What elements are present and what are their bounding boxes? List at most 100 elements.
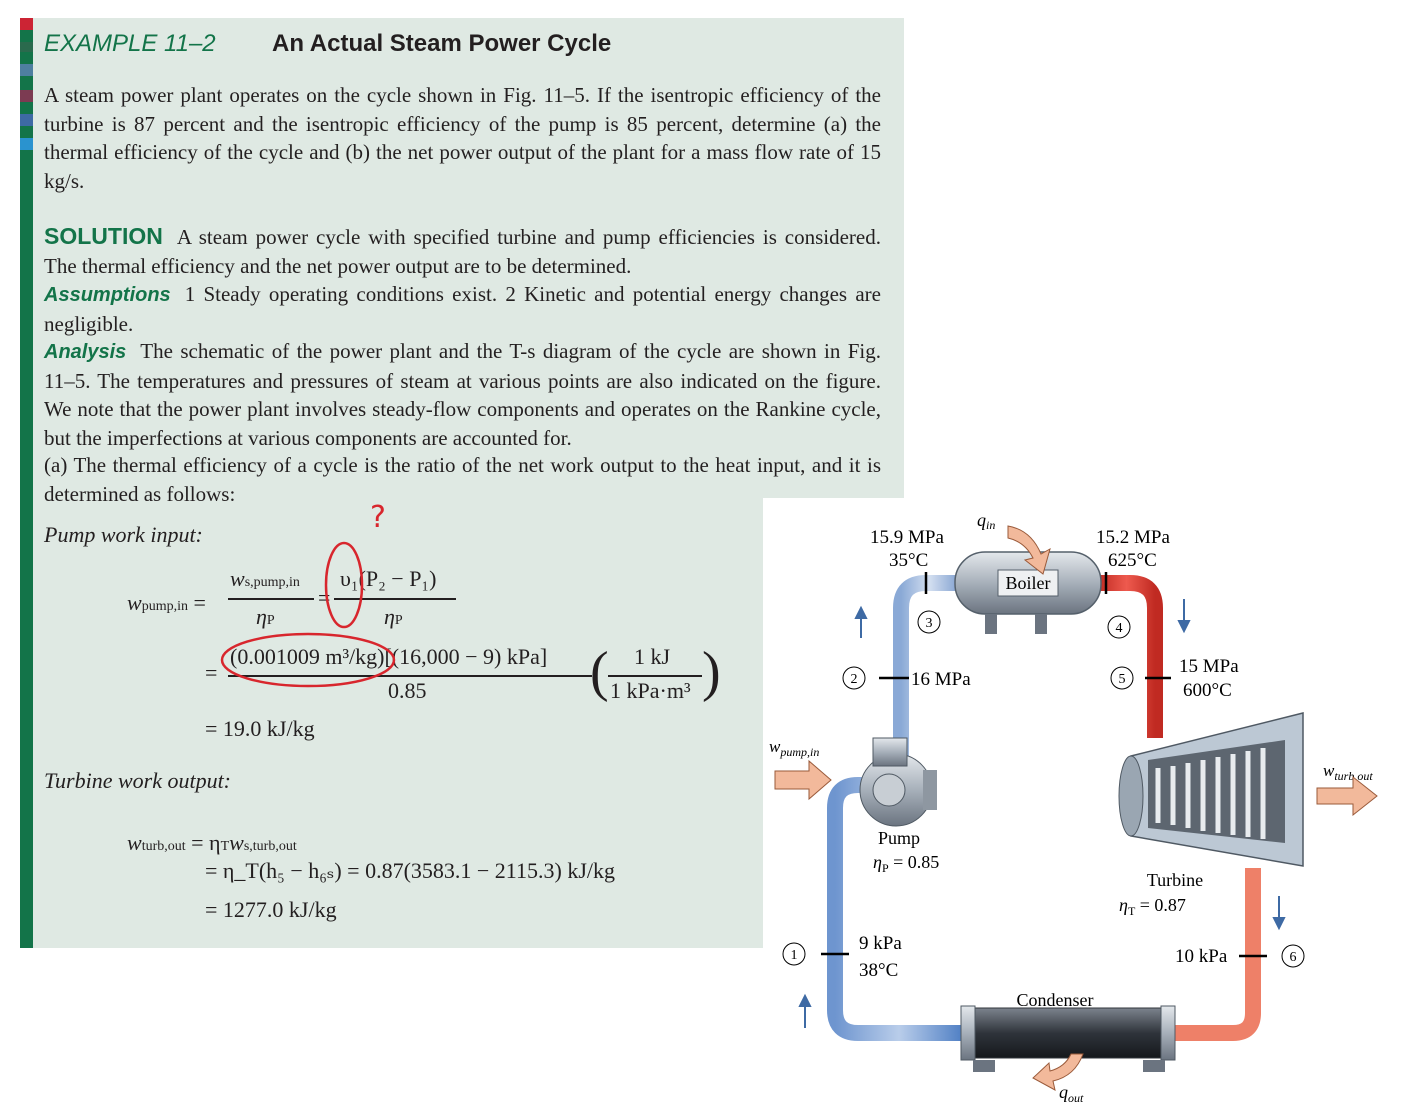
red-circle-v1 (324, 541, 364, 629)
state1-temperature: 38°C (859, 960, 898, 981)
pump-work-lhs: wpump,in = (127, 590, 206, 615)
color-stripe (20, 18, 33, 30)
state-circle-5 (1110, 666, 1134, 690)
fraction-bar (334, 598, 456, 600)
state5-temperature: 600°C (1183, 680, 1232, 701)
symbol-eta: η (384, 604, 395, 629)
handwritten-annotations: ? (220, 500, 396, 688)
subscript: s,pump,in (244, 575, 300, 590)
flow-arrowhead (1177, 620, 1191, 634)
color-stripe (20, 90, 33, 102)
pump-frac1-den: ηP (256, 604, 275, 630)
pipe-turbine-to-condenser (1173, 868, 1261, 1041)
assumptions-label: Assumptions (44, 284, 171, 306)
subscript: P (266, 613, 275, 628)
turbine-line2: = η_T(h₅ − h₆ₛ) = 0.87(3583.1 − 2115.3) … (205, 858, 615, 883)
state-circle-2 (842, 666, 866, 690)
pump-efficiency: ηP = 0.85 (873, 852, 939, 875)
symbol-eta: η (256, 604, 267, 629)
q-out-arrow (1032, 1053, 1084, 1091)
q-in-label: qin (977, 510, 995, 532)
q-out-label: qout (1059, 1082, 1084, 1105)
turbine-work-label: Turbine work output: (44, 768, 232, 793)
w-turb-arrow (1316, 775, 1378, 817)
pump (859, 737, 937, 827)
w-turb-label: wturb,out (1323, 761, 1373, 783)
color-stripe (20, 138, 33, 150)
pump-label: Pump (878, 828, 920, 848)
example-header: EXAMPLE 11–2 An Actual Steam Power Cycle (44, 30, 611, 58)
solution-text: A steam power cycle with specified turbi… (44, 225, 881, 278)
paren-open: ( (590, 641, 609, 703)
state4-temperature: 625°C (1108, 550, 1157, 571)
state-number-6: 6 (1290, 950, 1297, 965)
fraction-bar (228, 598, 314, 600)
conv-num: 1 kJ (634, 644, 671, 669)
state6-pressure: 10 kPa (1175, 946, 1228, 967)
example-number: EXAMPLE 11–2 (44, 30, 216, 57)
turbine-line1: wturb,out = ηTws,turb,out (127, 830, 297, 855)
analysis-text: The schematic of the power plant and the… (44, 339, 881, 450)
part-a-text: (a) The thermal efficiency of a cycle is… (44, 453, 881, 506)
symbol-w: w (230, 566, 245, 591)
eta-t: = η (191, 830, 221, 855)
condenser-label: Condenser (1017, 990, 1094, 1010)
state3-temperature: 35°C (889, 550, 928, 571)
boiler-label: Boiler (1006, 573, 1051, 593)
subscript: pump,in (141, 599, 188, 614)
subscript: s,turb,out (243, 839, 297, 854)
turbine-efficiency: ηT = 0.87 (1119, 895, 1186, 918)
schematic-svg: Boiler qin Pump ηP = 0.85 wpump,in Turbi… (769, 510, 1378, 1105)
pipe-boiler-to-turbine (1098, 575, 1163, 738)
state1-pressure: 9 kPa (859, 933, 902, 954)
red-circle-specific-volume (220, 632, 396, 688)
state2-pressure: 16 MPa (911, 669, 971, 690)
symbol-w: w (229, 830, 244, 855)
paren-close: ) (702, 641, 721, 703)
turbine-label: Turbine (1147, 870, 1203, 890)
flow-arrowhead (798, 993, 812, 1007)
fraction-bar (608, 675, 702, 677)
state-number-5: 5 (1119, 672, 1126, 687)
panel-left-bar (20, 18, 33, 948)
color-stripe (20, 42, 33, 52)
state-number-4: 4 (1116, 621, 1123, 636)
state3-pressure: 15.9 MPa (870, 527, 944, 548)
equals-sign: = (205, 660, 218, 685)
condenser (960, 1005, 1176, 1072)
boiler: Boiler (954, 551, 1102, 634)
assumptions-text: 1 Steady operating conditions exist. 2 K… (44, 282, 881, 336)
turbine-line3: = 1277.0 kJ/kg (205, 897, 337, 922)
turbine (1118, 712, 1304, 867)
analysis-label: Analysis (44, 341, 127, 363)
conv-den: 1 kPa·m³ (610, 678, 691, 703)
state-circle-3 (917, 610, 941, 634)
pump-work-label: Pump work input: (44, 522, 203, 547)
solution-label: SOLUTION (44, 223, 163, 249)
symbol-w: w (127, 830, 142, 855)
q-in-arrow (1007, 525, 1051, 575)
pipe-condenser-to-pump (827, 777, 963, 1041)
state-circle-4 (1107, 615, 1131, 639)
pump-frac3-den: 0.85 (388, 678, 427, 703)
state-circle-1 (782, 942, 806, 966)
flow-arrowhead (1272, 917, 1286, 931)
state-number-3: 3 (926, 616, 933, 631)
w-pump-label: wpump,in (769, 737, 819, 759)
state4-pressure: 15.2 MPa (1096, 527, 1170, 548)
pump-frac1-num: ws,pump,in (230, 566, 300, 592)
flow-arrowhead (854, 605, 868, 619)
example-title: An Actual Steam Power Cycle (272, 30, 612, 57)
subscript: turb,out (141, 839, 186, 854)
pump-frac3-num: (0.001009 m³/kg)[(16,000 − 9) kPa] (230, 644, 548, 669)
state-number-2: 2 (851, 672, 858, 687)
subscript: P (394, 613, 403, 628)
state-circle-6 (1281, 944, 1305, 968)
fraction-bar (228, 675, 592, 677)
question-mark-annotation: ? (370, 500, 386, 535)
example-panel (20, 18, 904, 948)
power-plant-schematic: Boiler qin Pump ηP = 0.85 wpump,in Turbi… (763, 498, 1420, 1107)
